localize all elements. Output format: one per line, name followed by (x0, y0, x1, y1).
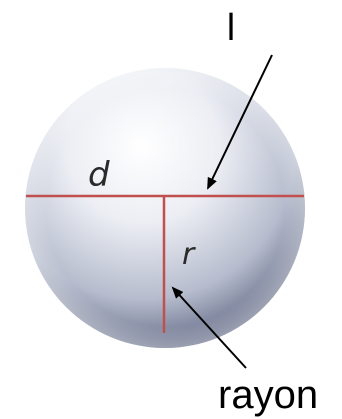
diameter-label: d (88, 155, 110, 195)
diameter-pointer-arrow (207, 54, 273, 190)
rayon-label: rayon (218, 373, 318, 417)
radius-label: r (182, 237, 196, 272)
top-label: ا (226, 7, 236, 48)
radius-pointer-arrow (171, 286, 247, 369)
